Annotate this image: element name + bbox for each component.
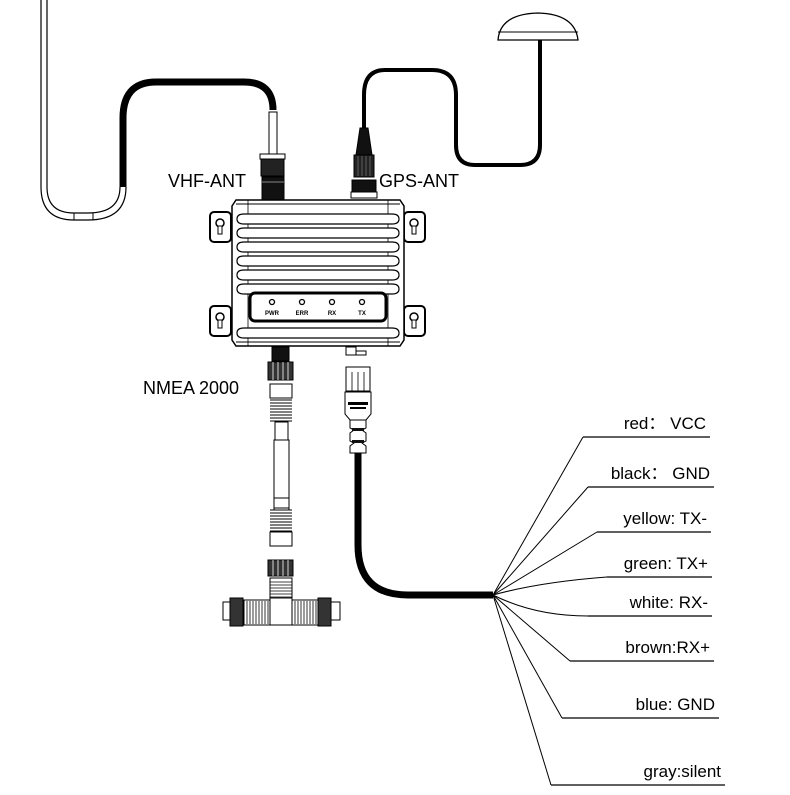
gps-ant-label: GPS-ANT [379, 171, 459, 191]
led-panel [248, 291, 388, 323]
cooling-fin [236, 227, 400, 239]
wire-label-red: red： VCC [624, 414, 706, 433]
nmea2000-label: NMEA 2000 [143, 378, 239, 398]
wire-label-yellow: yellow: TX- [623, 509, 707, 528]
vhf-ant-label: VHF-ANT [168, 171, 246, 191]
nmea2000-t-connector [222, 581, 341, 627]
wire-yellow [492, 531, 598, 596]
mount-tab-bottom-right [403, 305, 426, 337]
cooling-fins [236, 213, 400, 339]
wire-label-brown: brown:RX+ [625, 638, 710, 657]
vhf-antenna [40, 0, 127, 221]
wire-label-gray: gray:silent [644, 762, 722, 781]
cooling-fin [236, 255, 400, 267]
vhf-connector [259, 153, 286, 201]
gps-antenna [497, 12, 579, 41]
wire-fanout: red： VCC black： GND yellow: TX-green: TX+ w… [492, 414, 725, 786]
wire-blue [492, 594, 563, 719]
vhf-cable-white [268, 111, 278, 155]
vhf-cable [119, 78, 277, 187]
led-label: PWR [265, 311, 280, 317]
wire-label-black: black： GND [611, 464, 710, 483]
cooling-fin [236, 269, 400, 281]
led-tx-icon [358, 298, 366, 306]
mount-tab-top-right [403, 211, 426, 243]
nmea2000-drop-connector [267, 497, 294, 599]
power-data-cable [354, 453, 493, 599]
wire-gray [492, 594, 552, 786]
wire-label-green: green: TX+ [624, 554, 708, 573]
cooling-fin [236, 213, 400, 225]
gps-cable [362, 40, 542, 167]
led-label: RX [328, 311, 336, 317]
wire-black [492, 486, 589, 596]
led-label: ERR [296, 311, 309, 317]
led-rx-icon [328, 298, 336, 306]
wire-label-blue: blue: GND [636, 695, 715, 714]
gps-connector [350, 127, 378, 199]
cooling-fin [236, 327, 400, 339]
led-indicators: PWR ERR RX TX [265, 298, 366, 317]
mount-tab-bottom-left [209, 305, 232, 337]
power-data-connector [344, 346, 372, 454]
wire-label-white: white: RX- [629, 593, 708, 612]
wire-white [492, 594, 589, 617]
wire-green [492, 576, 608, 596]
wire-red [492, 436, 584, 596]
led-label: TX [358, 311, 366, 317]
nmea2000-connector [267, 346, 294, 511]
wire-brown [492, 594, 571, 662]
cooling-fin [236, 241, 400, 253]
ais-unit-body: PWR ERR RX TX [209, 199, 426, 347]
led-err-icon [298, 298, 306, 306]
mount-tab-top-left [209, 211, 232, 243]
led-pwr-icon [268, 298, 276, 306]
